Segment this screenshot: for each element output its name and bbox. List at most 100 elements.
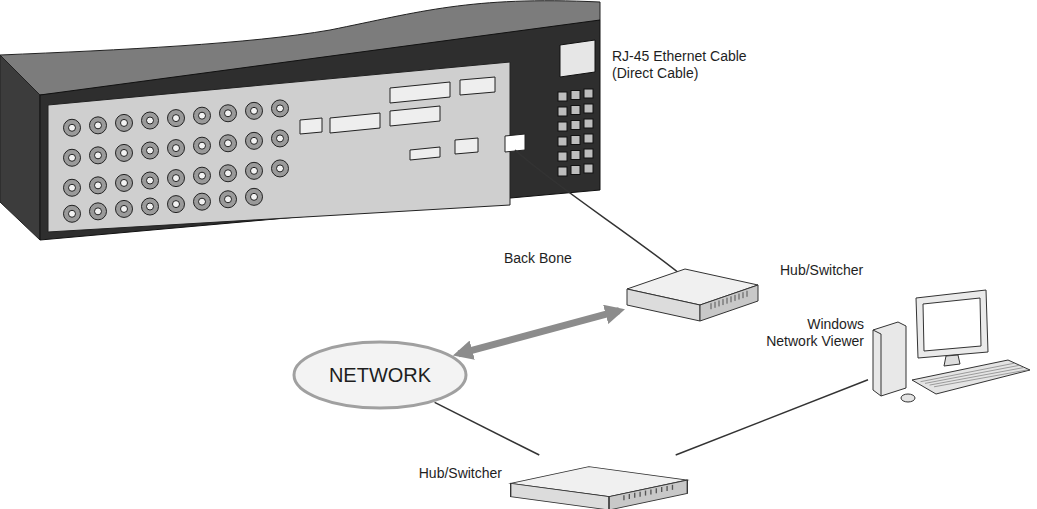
hub-switch: Hub/Switcher [625,255,760,327]
terminal-block [330,113,380,133]
bnc-pin [225,110,232,117]
bnc-connectors [64,100,289,222]
keyboard-keys [921,363,1015,382]
bnc-connector [116,200,133,217]
bnc-pin [277,165,284,172]
panel-button [584,134,593,143]
cable-label: RJ-45 Ethernet Cable (Direct Cable) [612,48,762,82]
pc-tower [873,322,906,396]
panel-button [571,151,580,160]
bnc-pin [147,117,154,124]
panel-button [584,149,593,158]
bnc-connector [168,170,185,187]
bnc-pin [199,198,206,205]
bnc-pin [95,122,102,129]
panel-button [584,104,593,113]
pc [873,290,1030,402]
bnc-pin [69,210,76,217]
bnc-pin [173,145,180,152]
bnc-connector [64,179,81,196]
panel-button [558,137,567,146]
panel-button [558,152,567,161]
hub-side [511,483,609,509]
bnc-connector [194,137,211,154]
panel-button [584,164,593,173]
bnc-connector [168,110,185,127]
hub-port [623,495,624,500]
bnc-connector [246,188,263,205]
panel-button [558,122,567,131]
bnc-connector [220,191,237,208]
bnc-pin [277,135,284,142]
bnc-pin [225,140,232,147]
bnc-connector [272,130,289,147]
bnc-pin [121,205,128,212]
hub-port [731,296,732,302]
bnc-connector [142,112,159,129]
hub-port [634,493,635,498]
hub-side [627,289,700,321]
panel-button [584,119,593,128]
bnc-connector [142,172,159,189]
panel-button [571,106,580,115]
bnc-connector [246,162,263,179]
monitor-screen [923,298,981,351]
node-label: Hub/Switcher [780,262,863,279]
bnc-connector [142,142,159,159]
panel-button [571,91,580,100]
bnc-connector [116,114,133,131]
bnc-connector [90,147,107,164]
keyboard-keys [934,370,1028,387]
keyboard-keys [925,365,1019,383]
hub-port [656,488,657,493]
bnc-pin [251,107,258,114]
bnc-connector [90,117,107,134]
keyboard-keys [930,368,1024,386]
port [300,118,322,134]
hub-port [747,291,748,297]
panel-button [584,89,593,98]
bnc-connector [220,165,237,182]
dvr-connector-plate [48,62,510,232]
hub-port [711,303,712,309]
bnc-connector [168,196,185,213]
network-cloud: NETWORK [292,340,468,410]
db-connector [460,77,495,95]
bnc-pin [199,172,206,179]
bnc-pin [95,182,102,189]
hub-front [609,480,687,509]
rj45-port [505,134,525,152]
hub-port [650,489,651,494]
bnc-connector [272,100,289,117]
bnc-pin [69,124,76,131]
hub-switch: Hub/Switcher [508,455,690,509]
bnc-connector [142,198,159,215]
network-viewer-pc-shape [868,290,1033,405]
keyboard [912,360,1030,394]
node-label: Windows Network Viewer [760,316,864,350]
button-grid [558,89,593,176]
bnc-pin [147,147,154,154]
bnc-connector [64,149,81,166]
bnc-pin [173,175,180,182]
monitor-stand [944,355,960,366]
hub-switch-shape [625,255,760,327]
hub-port [715,302,716,308]
hub-port [666,486,667,491]
backbone-arrow [459,311,620,354]
hub-port [645,491,646,496]
hub-port [672,485,673,490]
bnc-pin [173,115,180,122]
hub-port [739,294,740,300]
bnc-connector [64,205,81,222]
db-connector [390,82,450,103]
node-label: Hub/Switcher [419,465,502,482]
dvr-rear-panel [40,20,600,240]
bnc-connector [168,140,185,157]
bnc-pin [121,119,128,126]
pc-tower-edge [873,330,881,396]
bnc-connector [90,177,107,194]
usb-port [455,138,478,154]
bnc-connector [194,107,211,124]
